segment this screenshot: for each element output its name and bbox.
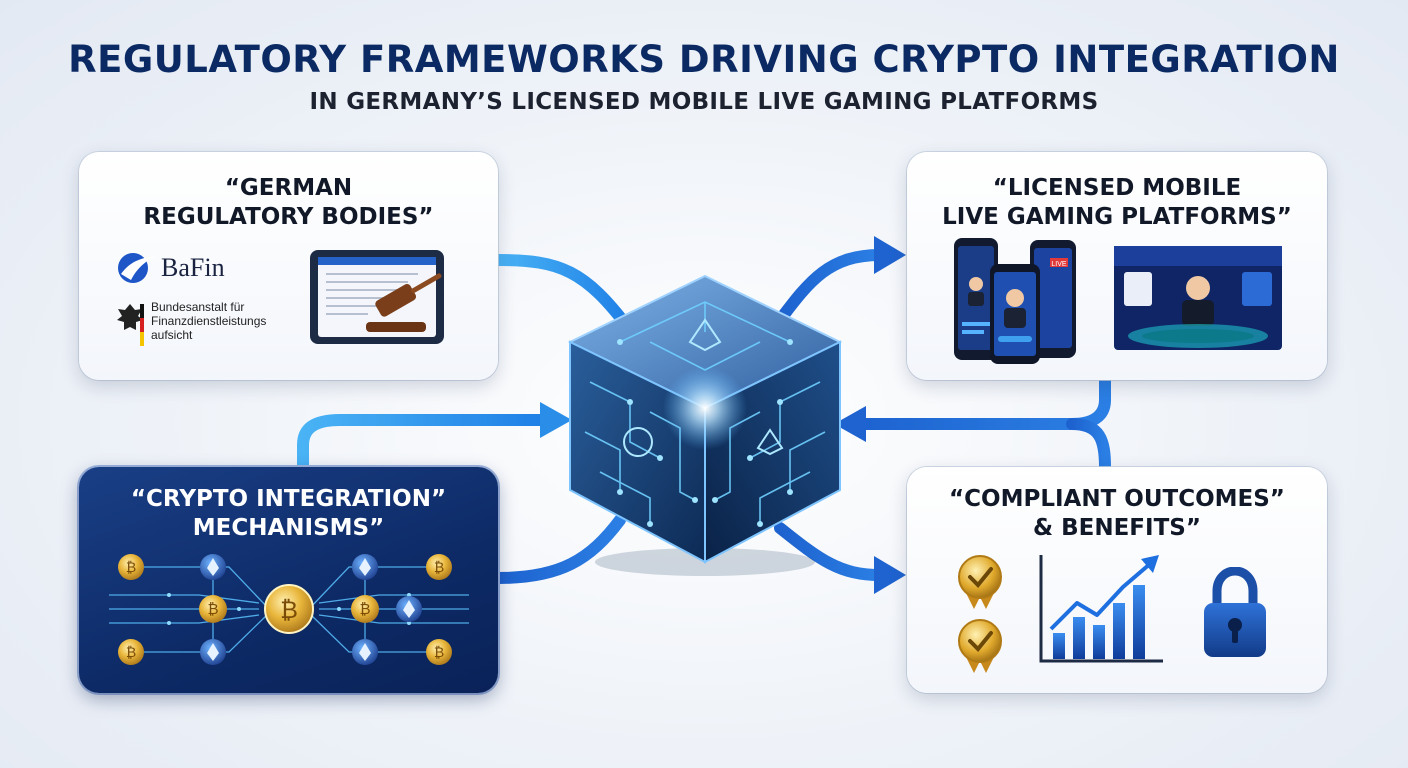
card-title-regulators: “GERMAN REGULATORY BODIES” [79,174,498,232]
mobile-phones-icon: LIVE [952,236,1082,366]
card-title-crypto: “CRYPTO INTEGRATION” MECHANISMS” [79,485,498,543]
federal-authority-label: Bundesanstalt für Finanzdienstleistungs … [115,300,266,350]
flow-crypto-to-cube-top [303,420,545,467]
svg-text:₿: ₿ [434,560,444,576]
svg-text:₿: ₿ [207,600,218,618]
growth-chart-icon [1037,551,1167,671]
card-title-platforms: “LICENSED MOBILE LIVE GAMING PLATFORMS” [907,174,1327,232]
live-badge: LIVE [1051,261,1067,268]
card-title-outcomes: “COMPLIANT OUTCOMES” & BENEFITS” [907,485,1327,543]
authority-line-1: Bundesanstalt für [151,300,266,314]
card-compliant-outcomes: “COMPLIANT OUTCOMES” & BENEFITS” [907,467,1327,693]
outcomes-title-line2: & BENEFITS” [907,514,1327,543]
regulators-title-line2: REGULATORY BODIES” [79,203,498,232]
authority-line-2: Finanzdienstleistungs [151,314,266,328]
flow-platforms-to-cube [850,380,1105,424]
crypto-network-icon: ₿ ₿ ₿ ₿ ₿ ₿ ₿ [109,545,469,675]
bafin-logo-icon [117,252,157,284]
padlock-icon [1200,567,1270,659]
svg-text:₿: ₿ [434,645,444,661]
approval-medal-icon [952,553,1008,673]
platforms-title-line1: “LICENSED MOBILE [907,174,1327,203]
svg-text:₿: ₿ [126,560,136,576]
german-eagle-icon [115,300,145,350]
bafin-logo: BaFin [117,252,225,284]
gavel-tablet-icon [308,248,448,348]
regulators-title-line1: “GERMAN [79,174,498,203]
arrow-head-outcomes [874,556,906,594]
arrow-head-platforms [874,236,906,274]
svg-text:₿: ₿ [280,596,298,624]
outcomes-title-line1: “COMPLIANT OUTCOMES” [907,485,1327,514]
card-crypto-integration-mechanisms: “CRYPTO INTEGRATION” MECHANISMS” ₿ ₿ [79,467,498,693]
authority-line-3: aufsicht [151,328,266,342]
platforms-title-line2: LIVE GAMING PLATFORMS” [907,203,1327,232]
flow-branch-to-outcomes [1072,424,1105,467]
live-dealer-studio-icon [1112,244,1284,352]
card-german-regulatory-bodies: “GERMAN REGULATORY BODIES” BaFin Bundesa… [79,152,498,380]
svg-text:₿: ₿ [126,645,136,661]
svg-text:₿: ₿ [359,600,370,618]
crypto-title-line1: “CRYPTO INTEGRATION” [79,485,498,514]
card-licensed-mobile-platforms: “LICENSED MOBILE LIVE GAMING PLATFORMS” … [907,152,1327,380]
blockchain-cube-icon [560,262,850,582]
crypto-title-line2: MECHANISMS” [79,514,498,543]
bafin-logo-text: BaFin [161,253,225,283]
